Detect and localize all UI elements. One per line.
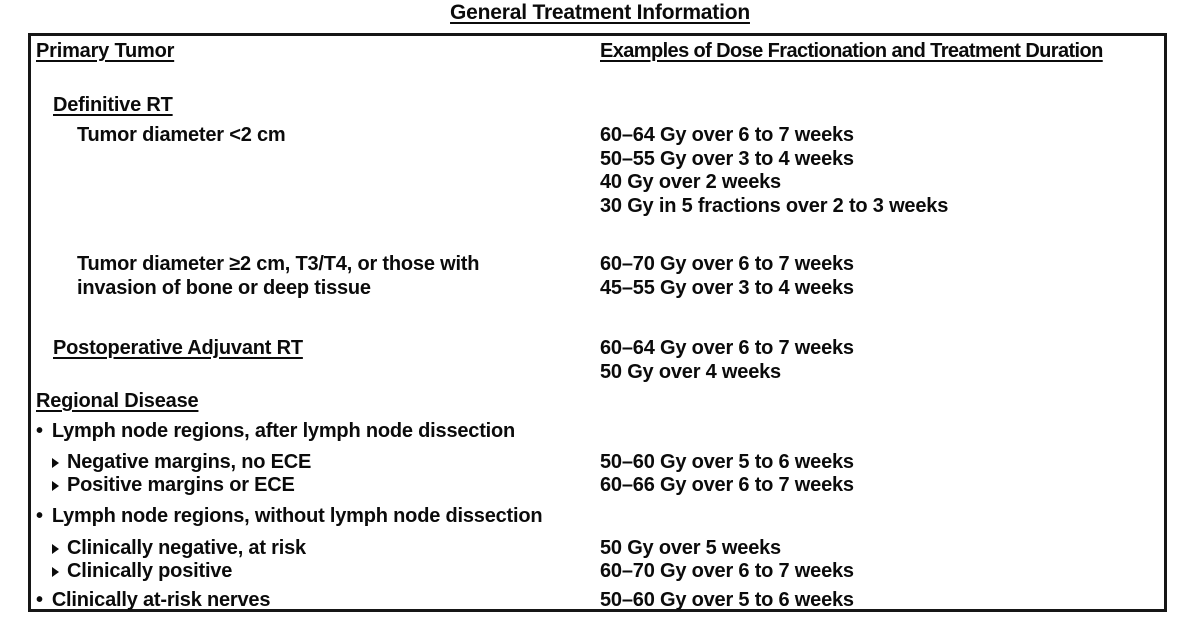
doses-tumor-lt-2cm: 60–64 Gy over 6 to 7 weeks 50–55 Gy over…	[600, 124, 948, 218]
bullet-label: Clinically at-risk nerves	[51, 589, 271, 611]
dose-clinically-negative: 50 Gy over 5 weeks	[600, 537, 781, 559]
doses-postoperative: 60–64 Gy over 6 to 7 weeks 50 Gy over 4 …	[600, 337, 854, 384]
subitem-negative-margins: Negative margins, no ECE	[52, 451, 311, 474]
subitem-clinically-negative: Clinically negative, at risk	[52, 537, 306, 560]
dose-positive-margins: 60–66 Gy over 6 to 7 weeks	[600, 474, 854, 496]
dose-line: 60–64 Gy over 6 to 7 weeks	[600, 337, 854, 359]
arrow-bullet-icon	[52, 544, 59, 554]
treatment-table: Primary Tumor Examples of Dose Fractiona…	[28, 33, 1167, 612]
arrow-bullet-icon	[52, 481, 59, 491]
dose-line: 50–55 Gy over 3 to 4 weeks	[600, 147, 854, 170]
page-title: General Treatment Information	[450, 1, 750, 24]
section-regional-disease: Regional Disease	[36, 390, 199, 412]
bullet-label: Lymph node regions, without lymph node d…	[51, 505, 543, 527]
subitem-label: Clinically positive	[67, 560, 233, 582]
bullet-icon: •	[36, 420, 43, 442]
bullet-lymph-after-dissection: • Lymph node regions, after lymph node di…	[36, 420, 515, 443]
dose-line: 30 Gy in 5 fractions over 2 to 3 weeks	[600, 194, 949, 217]
subsection-definitive-rt: Definitive RT	[53, 94, 173, 116]
subitem-positive-margins: Positive margins or ECE	[52, 474, 295, 497]
doses-tumor-ge-2cm: 60–70 Gy over 6 to 7 weeks 45–55 Gy over…	[600, 252, 854, 300]
dose-line: 40 Gy over 2 weeks	[600, 171, 781, 193]
dose-line: 60–64 Gy over 6 to 7 weeks	[600, 124, 854, 146]
condition-line: invasion of bone or deep tissue	[77, 277, 371, 299]
bullet-icon: •	[36, 589, 43, 611]
subsection-postoperative-adjuvant-rt: Postoperative Adjuvant RT	[53, 337, 303, 359]
subitem-label: Clinically negative, at risk	[67, 537, 306, 559]
column-header-dose-examples: Examples of Dose Fractionation and Treat…	[600, 40, 1103, 62]
subitem-label: Negative margins, no ECE	[67, 451, 312, 473]
dose-negative-margins: 50–60 Gy over 5 to 6 weeks	[600, 451, 854, 473]
bullet-icon: •	[36, 505, 43, 527]
arrow-bullet-icon	[52, 567, 59, 577]
column-header-primary-tumor: Primary Tumor	[36, 40, 175, 62]
subitem-clinically-positive: Clinically positive	[52, 560, 232, 583]
dose-line: 50 Gy over 4 weeks	[600, 360, 781, 383]
bullet-lymph-without-dissection: • Lymph node regions, without lymph node …	[36, 505, 543, 528]
subitem-label: Positive margins or ECE	[67, 474, 295, 496]
dose-line: 45–55 Gy over 3 to 4 weeks	[600, 277, 854, 299]
bullet-label: Lymph node regions, after lymph node dis…	[51, 420, 516, 442]
condition-tumor-ge-2cm: Tumor diameter ≥2 cm, T3/T4, or those wi…	[77, 252, 479, 300]
condition-line: Tumor diameter ≥2 cm, T3/T4, or those wi…	[77, 253, 480, 275]
dose-clinically-positive: 60–70 Gy over 6 to 7 weeks	[600, 560, 854, 582]
bullet-at-risk-nerves: • Clinically at-risk nerves	[36, 589, 270, 612]
arrow-bullet-icon	[52, 458, 59, 468]
dose-line: 60–70 Gy over 6 to 7 weeks	[600, 253, 854, 275]
condition-tumor-lt-2cm: Tumor diameter <2 cm	[77, 124, 286, 146]
dose-at-risk-nerves: 50–60 Gy over 5 to 6 weeks	[600, 589, 854, 611]
